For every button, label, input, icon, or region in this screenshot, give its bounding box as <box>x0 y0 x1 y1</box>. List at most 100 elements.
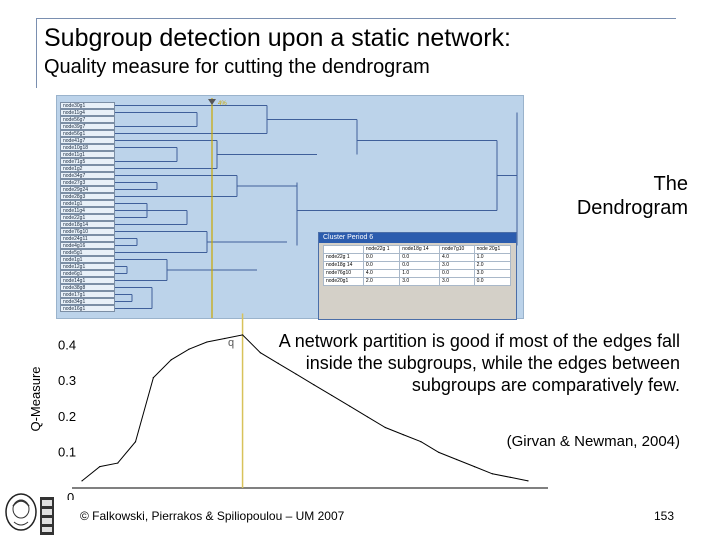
dendrogram-node[interactable]: node1g2 <box>60 165 115 172</box>
dendrogram-node[interactable]: node4g16 <box>60 242 115 249</box>
university-badge-logo <box>40 497 54 535</box>
cluster-table-cell: 3.0 <box>399 277 441 286</box>
dendrogram-node[interactable]: node6g1 <box>60 270 115 277</box>
dendrogram-node[interactable]: node10g18 <box>60 144 115 151</box>
page-number: 153 <box>654 509 675 523</box>
dendrogram-node[interactable]: node14g1 <box>60 277 115 284</box>
dendrogram-node[interactable]: node71g5 <box>60 158 115 165</box>
q-measure-point <box>349 405 351 407</box>
dendrogram-node[interactable]: node28g3 <box>60 193 115 200</box>
author-portrait-logo <box>4 492 38 532</box>
cluster-table-cell: 3.0 <box>473 269 512 278</box>
dendrogram-node[interactable]: node34g1 <box>60 298 115 305</box>
cluster-table-cell: 0.0 <box>399 253 441 262</box>
dendrogram-node[interactable]: node22g1 <box>60 214 115 221</box>
q-measure-point <box>241 334 244 336</box>
q-measure-point <box>527 480 529 482</box>
cluster-table-cell: node20g1 <box>323 277 364 286</box>
cluster-table-header-cell: node 20g1 <box>473 245 512 254</box>
dendrogram-node[interactable]: node38g8 <box>60 284 115 291</box>
body-text: A network partition is good if most of t… <box>278 331 680 395</box>
q-measure-point <box>170 359 172 361</box>
bullet-icon: q <box>228 337 235 349</box>
cluster-table-header-cell: node22g 1 <box>362 245 401 254</box>
q-measure-point <box>438 451 440 453</box>
q-measure-point <box>509 476 511 478</box>
dendrogram-node[interactable]: node41g7 <box>60 137 115 144</box>
cut-marker-icon <box>208 99 216 105</box>
q-measure-point <box>313 384 315 386</box>
cluster-table-cell: 0.0 <box>473 277 512 286</box>
cluster-table-cell: 4.0 <box>362 269 401 278</box>
dendrogram-node[interactable]: node29g24 <box>60 186 115 193</box>
dendrogram-node[interactable]: node5g1 <box>60 249 115 256</box>
cluster-table-cell: 0.0 <box>399 261 441 270</box>
cluster-table-cell: 0.0 <box>362 261 401 270</box>
q-measure-point <box>402 434 404 436</box>
dendrogram-node[interactable]: node17g1 <box>60 291 115 298</box>
q-measure-point <box>491 473 493 475</box>
q-measure-point <box>259 352 261 354</box>
dendrogram-node[interactable]: node11g4 <box>60 207 115 214</box>
q-measure-point <box>224 337 226 340</box>
q-measure-point <box>81 480 83 482</box>
dendrogram-node[interactable]: node56g7 <box>60 116 115 123</box>
dendrogram-node[interactable]: node1g1 <box>60 200 115 207</box>
top-rule <box>36 18 676 19</box>
dendrogram-node[interactable]: node30g1 <box>60 102 115 109</box>
dendrogram-caption: The Dendrogram <box>576 173 688 219</box>
q-measure-point <box>295 373 297 375</box>
chart-y-tick-label: 0.2 <box>58 409 76 424</box>
chart-y-tick-label: 0.4 <box>58 338 76 353</box>
cluster-table-cell: 3.0 <box>439 261 475 270</box>
dendrogram-node[interactable]: node12g1 <box>60 263 115 270</box>
cluster-window-title[interactable]: Cluster Period 6 <box>319 233 516 243</box>
dendrogram-node[interactable]: node1g1 <box>60 256 115 263</box>
q-measure-point <box>134 441 137 443</box>
cluster-table-cell: 0.0 <box>439 269 475 278</box>
cut-label: 4% <box>218 101 227 107</box>
dendrogram-node[interactable]: node24g11 <box>60 235 115 242</box>
chart-y-tick-label: 0.1 <box>58 444 76 459</box>
cluster-table-header-cell: node18g 14 <box>399 245 441 254</box>
q-measure-point <box>277 362 279 364</box>
dendrogram-node[interactable]: node34g7 <box>60 172 115 179</box>
q-measure-point <box>366 416 369 418</box>
left-rule <box>36 18 37 88</box>
dendrogram-node[interactable]: node39g7 <box>60 123 115 130</box>
cluster-table-cell: 2.0 <box>362 277 401 286</box>
dendrogram-node[interactable]: node16g1 <box>60 305 115 312</box>
dendrogram-node[interactable]: node76g10 <box>60 228 115 235</box>
q-measure-point <box>188 348 190 350</box>
cluster-table-cell: 0.0 <box>362 253 401 262</box>
q-measure-point <box>331 394 333 397</box>
slide-title: Subgroup detection upon a static network… <box>44 24 511 52</box>
q-measure-series-line <box>81 334 529 482</box>
cluster-table-cell: 4.0 <box>439 253 475 262</box>
q-measure-point <box>206 341 208 343</box>
dendrogram-node[interactable]: node11g1 <box>60 151 115 158</box>
citation: (Girvan & Newman, 2004) <box>506 433 680 450</box>
chart-y-axis-label: Q-Measure <box>28 366 43 431</box>
dendrogram-node[interactable]: node27g3 <box>60 179 115 186</box>
cluster-table-cell: 1.0 <box>399 269 441 278</box>
chart-y-tick-label: 0.3 <box>58 373 76 388</box>
dendrogram-node[interactable]: node11g4 <box>60 109 115 116</box>
dendrogram-node[interactable]: node56g1 <box>60 130 115 137</box>
q-measure-point <box>99 466 101 468</box>
cluster-table-cell: node76g10 <box>323 269 364 278</box>
q-measure-point <box>420 441 422 443</box>
q-measure-point <box>473 466 476 468</box>
dendrogram-node[interactable]: node18g14 <box>60 221 115 228</box>
q-measure-point <box>456 458 458 461</box>
cluster-table-header-cell: node7g10 <box>439 245 475 254</box>
